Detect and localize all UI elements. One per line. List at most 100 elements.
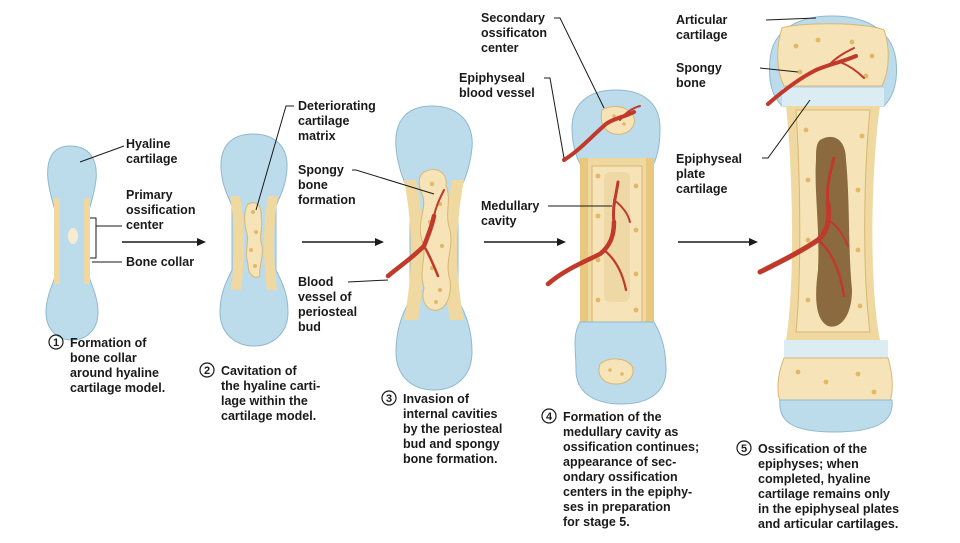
spongy-bone-label: Spongy bone [676, 61, 722, 90]
svg-text:2: 2 [204, 365, 210, 377]
svg-text:bud: bud [298, 320, 321, 334]
svg-text:Medullary: Medullary [481, 199, 539, 213]
deteriorating-cartilage-matrix-label: Deteriorating cartilage matrix [298, 99, 376, 143]
articular-cartilage-label: Articular cartilage [676, 13, 728, 42]
spongy-bone-region [418, 169, 452, 311]
svg-text:ossification continues;: ossification continues; [563, 440, 699, 454]
svg-text:the hyaline carti-: the hyaline carti- [221, 379, 320, 393]
svg-text:bone formation.: bone formation. [403, 452, 497, 466]
spongy-bone-formation-label: Spongy bone formation [298, 163, 356, 207]
svg-text:Spongy: Spongy [676, 61, 722, 75]
svg-text:3: 3 [386, 393, 392, 405]
stage-5-bone [757, 15, 897, 433]
bone-collar-label: Bone collar [126, 255, 194, 269]
primary-ossification-center [68, 228, 78, 244]
epiphyseal-blood-vessel-label: Epiphyseal blood vessel [459, 71, 535, 100]
svg-text:center: center [126, 218, 164, 232]
svg-text:medullary cavity as: medullary cavity as [563, 425, 678, 439]
svg-text:cartilage: cartilage [298, 114, 349, 128]
svg-text:formation: formation [298, 193, 356, 207]
stage-4-bone [545, 89, 667, 405]
primary-ossification-center-label: Primary ossification center [126, 188, 195, 232]
stage-number-badge [199, 362, 215, 378]
svg-text:cartilage: cartilage [676, 182, 727, 196]
svg-text:completed, hyaline: completed, hyaline [758, 472, 871, 486]
stage-2-caption: 2 Cavitation of the hyaline carti- lage … [199, 362, 320, 423]
epiphyseal-plate-top [782, 88, 884, 106]
stage-3-bone [385, 105, 473, 391]
svg-text:cartilage: cartilage [126, 152, 177, 166]
stage-number-badge [381, 390, 397, 406]
svg-text:5: 5 [741, 443, 747, 455]
svg-text:around hyaline: around hyaline [70, 366, 159, 380]
svg-text:Primary: Primary [126, 188, 173, 202]
svg-text:ondary ossification: ondary ossification [563, 470, 678, 484]
svg-text:internal cavities: internal cavities [403, 407, 498, 421]
svg-text:vessel of: vessel of [298, 290, 352, 304]
svg-text:1: 1 [53, 337, 59, 349]
stage-number-badge [541, 408, 557, 424]
svg-text:Epiphyseal: Epiphyseal [459, 71, 525, 85]
stage-4-caption: 4 Formation of the medullary cavity as o… [541, 408, 699, 529]
svg-text:matrix: matrix [298, 129, 336, 143]
stage-1-caption: 1 Formation of bone collar around hyalin… [48, 334, 165, 395]
svg-text:cavity: cavity [481, 214, 516, 228]
svg-text:4: 4 [546, 411, 553, 423]
svg-text:ses in preparation: ses in preparation [563, 500, 671, 514]
svg-text:Formation of: Formation of [70, 336, 147, 350]
svg-text:in the epiphyseal plates: in the epiphyseal plates [758, 502, 899, 516]
svg-text:Ossification of the: Ossification of the [758, 442, 867, 456]
hyaline-cartilage-label: Hyaline cartilage [126, 137, 177, 166]
svg-text:Blood: Blood [298, 275, 333, 289]
svg-text:Cavitation of: Cavitation of [221, 364, 298, 378]
bone-collar-band [84, 198, 90, 284]
stage-arrows [122, 238, 758, 246]
svg-text:center: center [481, 41, 519, 55]
leader-lines [79, 17, 817, 283]
svg-text:ossification: ossification [126, 203, 195, 217]
svg-text:Hyaline: Hyaline [126, 137, 171, 151]
svg-text:ossificaton: ossificaton [481, 26, 547, 40]
svg-text:Articular: Articular [676, 13, 728, 27]
svg-text:cartilage model.: cartilage model. [70, 381, 165, 395]
medullary-cavity-label: Medullary cavity [481, 199, 539, 228]
blood-vessel-periosteal-bud-label: Blood vessel of periosteal bud [298, 275, 357, 334]
medullary-cavity-space [604, 172, 630, 302]
medullary-cavity-stage5 [815, 136, 852, 327]
svg-text:blood vessel: blood vessel [459, 86, 535, 100]
svg-text:Bone collar: Bone collar [126, 255, 194, 269]
svg-text:Deteriorating: Deteriorating [298, 99, 376, 113]
svg-text:bone collar: bone collar [70, 351, 137, 365]
svg-text:appearance of sec-: appearance of sec- [563, 455, 676, 469]
svg-text:plate: plate [676, 167, 705, 181]
svg-text:cartilage: cartilage [676, 28, 727, 42]
svg-text:epiphyses; when: epiphyses; when [758, 457, 859, 471]
stage-2-bone [219, 133, 289, 347]
svg-text:cartilage remains only: cartilage remains only [758, 487, 890, 501]
articular-cartilage-bottom [779, 399, 893, 433]
svg-text:Formation of the: Formation of the [563, 410, 662, 424]
bone-collar-band [54, 198, 60, 284]
stage-5-caption: 5 Ossification of the epiphyses; when co… [736, 440, 899, 531]
svg-text:periosteal: periosteal [298, 305, 357, 319]
stage-3-caption: 3 Invasion of internal cavities by the p… [381, 390, 502, 466]
svg-text:Invasion of: Invasion of [403, 392, 470, 406]
stage-1-bone [45, 145, 99, 341]
epiphyseal-plate-cartilage-label: Epiphyseal plate cartilage [676, 152, 742, 196]
deteriorating-cartilage-matrix [244, 202, 263, 278]
stage-number-badge [736, 440, 752, 456]
svg-text:centers in the epiphy-: centers in the epiphy- [563, 485, 692, 499]
svg-text:for stage 5.: for stage 5. [563, 515, 630, 529]
svg-text:Spongy: Spongy [298, 163, 344, 177]
svg-text:cartilage model.: cartilage model. [221, 409, 316, 423]
stage-number-badge [48, 334, 64, 350]
svg-text:Secondary: Secondary [481, 11, 545, 25]
svg-text:Epiphyseal: Epiphyseal [676, 152, 742, 166]
svg-text:bone: bone [298, 178, 328, 192]
epiphyseal-plate-bottom [784, 340, 888, 358]
secondary-ossification-center-bottom [598, 358, 634, 385]
svg-text:and articular cartilages.: and articular cartilages. [758, 517, 898, 531]
svg-text:by the periosteal: by the periosteal [403, 422, 502, 436]
svg-text:bone: bone [676, 76, 706, 90]
